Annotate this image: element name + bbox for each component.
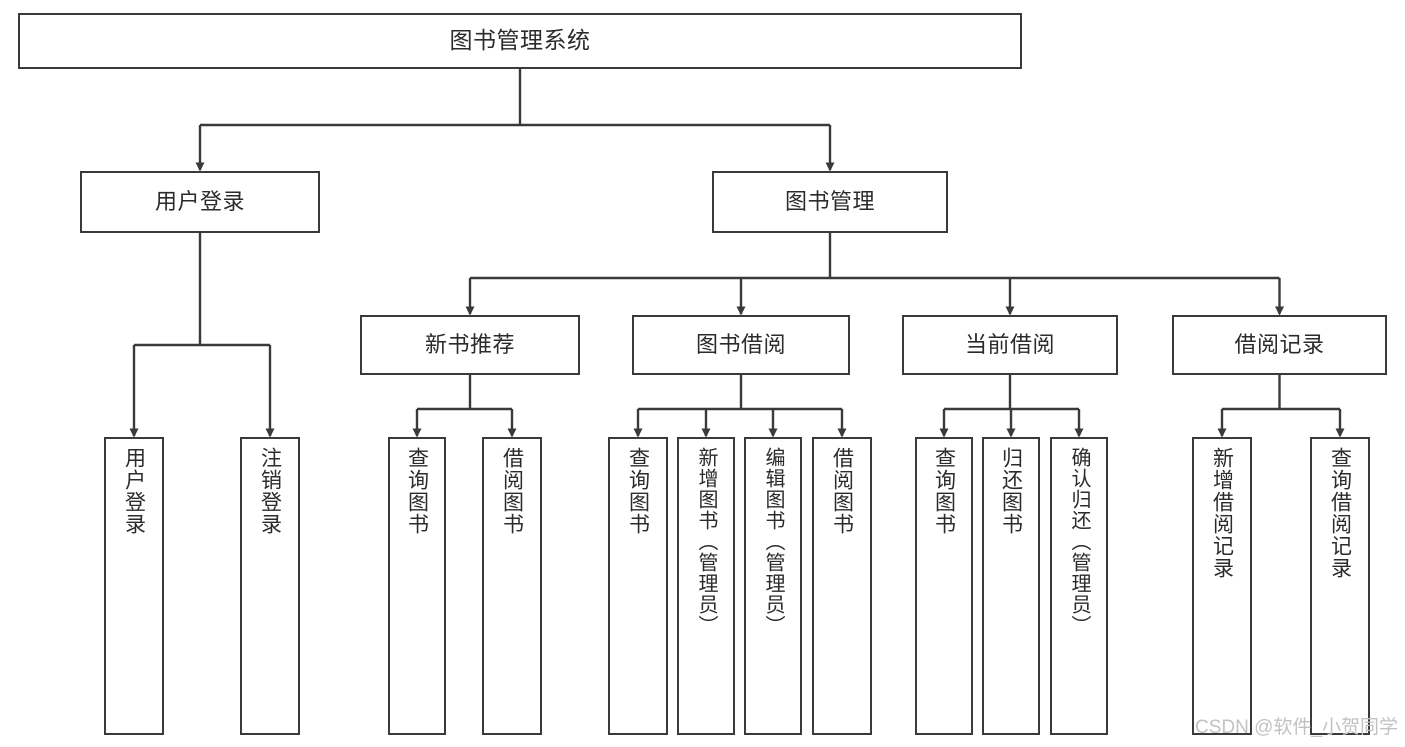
node-leaf-add-book[interactable]: 新增图书（管理员）	[677, 437, 735, 735]
node-leaf-edit-book[interactable]: 编辑图书（管理员）	[744, 437, 802, 735]
node-label: 新增图书（管理员）	[695, 447, 717, 636]
node-label: 借阅图书	[830, 447, 854, 535]
node-leaf-borrow-2[interactable]: 借阅图书	[812, 437, 872, 735]
node-label: 用户登录	[122, 447, 146, 535]
node-label: 归还图书	[999, 447, 1023, 535]
node-leaf-add-rec[interactable]: 新增借阅记录	[1192, 437, 1252, 735]
node-label: 查询图书	[626, 447, 650, 535]
node-leaf-query-rec[interactable]: 查询借阅记录	[1310, 437, 1370, 735]
node-user-login[interactable]: 用户登录	[80, 171, 320, 233]
node-leaf-query-3[interactable]: 查询图书	[915, 437, 973, 735]
node-borrow-record[interactable]: 借阅记录	[1172, 315, 1387, 375]
node-book-manage[interactable]: 图书管理	[712, 171, 948, 233]
node-leaf-logout[interactable]: 注销登录	[240, 437, 300, 735]
node-new-book-rec[interactable]: 新书推荐	[360, 315, 580, 375]
node-leaf-return[interactable]: 归还图书	[982, 437, 1040, 735]
node-label: 查询图书	[405, 447, 429, 535]
node-label: 查询图书	[932, 447, 956, 535]
node-leaf-user-login[interactable]: 用户登录	[104, 437, 164, 735]
node-label: 注销登录	[258, 447, 282, 535]
csdn-watermark: CSDN @软件_小贺同学	[1195, 717, 1398, 738]
node-leaf-borrow-1[interactable]: 借阅图书	[482, 437, 542, 735]
node-label: 编辑图书（管理员）	[762, 447, 784, 636]
node-label: 图书管理系统	[449, 27, 591, 54]
node-book-borrow[interactable]: 图书借阅	[632, 315, 850, 375]
node-label: 图书借阅	[695, 331, 786, 357]
node-leaf-query-2[interactable]: 查询图书	[608, 437, 668, 735]
node-root[interactable]: 图书管理系统	[18, 13, 1022, 69]
node-label: 查询借阅记录	[1328, 447, 1352, 579]
node-label: 新增借阅记录	[1210, 447, 1234, 579]
node-leaf-confirm[interactable]: 确认归还（管理员）	[1050, 437, 1108, 735]
node-label: 借阅图书	[500, 447, 524, 535]
node-label: 用户登录	[154, 188, 245, 214]
node-label: 借阅记录	[1234, 331, 1325, 357]
node-leaf-query-1[interactable]: 查询图书	[388, 437, 446, 735]
node-label: 确认归还（管理员）	[1068, 447, 1090, 636]
node-label: 当前借阅	[964, 331, 1055, 357]
node-current-borrow[interactable]: 当前借阅	[902, 315, 1118, 375]
node-label: 图书管理	[784, 188, 875, 214]
node-label: 新书推荐	[424, 331, 515, 357]
